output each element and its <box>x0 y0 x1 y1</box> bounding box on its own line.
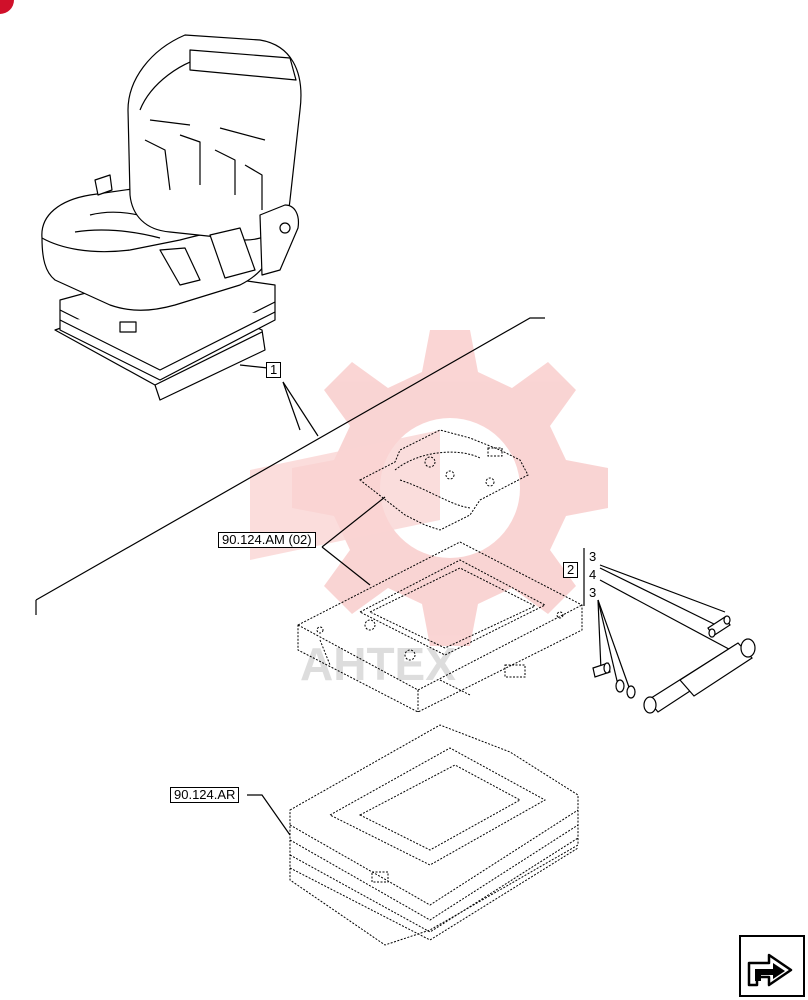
callout-ref-90-124-am[interactable]: 90.124.AM (02) <box>218 532 316 548</box>
adapter-plate <box>359 429 529 531</box>
bellows-cover <box>289 724 579 946</box>
next-page-arrow-icon <box>747 953 793 987</box>
watermark-text: АНТЕХ <box>300 638 456 690</box>
corner-marker-icon <box>0 0 14 14</box>
kit-item-3a: 3 <box>589 549 597 564</box>
callout-item-1[interactable]: 1 <box>266 362 282 378</box>
callout-ref-90-124-ar[interactable]: 90.124.AR <box>170 787 240 803</box>
slide-frame <box>297 541 583 713</box>
watermark-gear-icon <box>250 330 608 646</box>
kit-item-4: 4 <box>589 567 597 582</box>
callout-item-2[interactable]: 2 <box>563 562 579 578</box>
next-page-button[interactable] <box>739 935 805 997</box>
seat-assembly <box>41 34 302 401</box>
leader-lines <box>35 317 741 836</box>
kit-item-3b: 3 <box>589 585 597 600</box>
gas-spring-kit <box>592 615 756 714</box>
